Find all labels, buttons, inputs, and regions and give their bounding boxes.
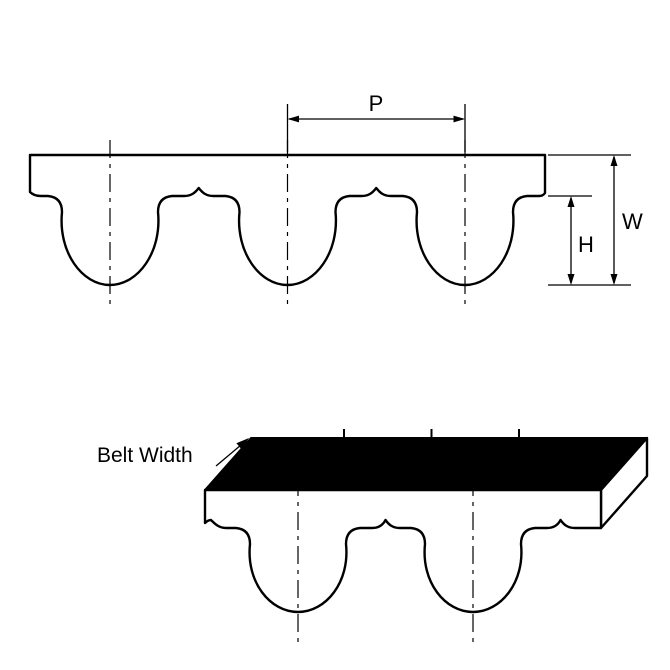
- belt-width-arrow: [236, 438, 249, 450]
- belt-width-label: Belt Width: [97, 444, 193, 467]
- dimension-tooth-height: H: [548, 195, 594, 285]
- belt-top-face: [204, 437, 648, 491]
- belt-width-arrow-line: [215, 444, 242, 467]
- belt-width-annotation: Belt Width: [97, 438, 249, 467]
- belt-profile-top-view: P W H: [28, 91, 643, 310]
- pitch-arrow-right: [453, 115, 465, 123]
- pitch-label: P: [369, 91, 384, 116]
- dimension-pitch: P: [286, 91, 466, 152]
- belt-front-face-profile: [203, 488, 603, 614]
- w-arrow-top: [610, 155, 618, 166]
- tooth-height-label: H: [578, 232, 594, 257]
- h-arrow-top: [567, 196, 575, 207]
- h-arrow-bottom: [567, 274, 575, 285]
- tooth-centerlines-3d-view: [297, 478, 474, 642]
- dimension-overall-thickness: W: [548, 154, 643, 286]
- top-face-pitch-ticks: [343, 429, 520, 444]
- overall-thickness-label: W: [622, 209, 643, 234]
- w-arrow-bottom: [610, 274, 618, 285]
- tooth-centerlines-top-view: [109, 140, 466, 310]
- pitch-arrow-left: [287, 115, 299, 123]
- belt-3d-view: Belt Width: [97, 429, 649, 642]
